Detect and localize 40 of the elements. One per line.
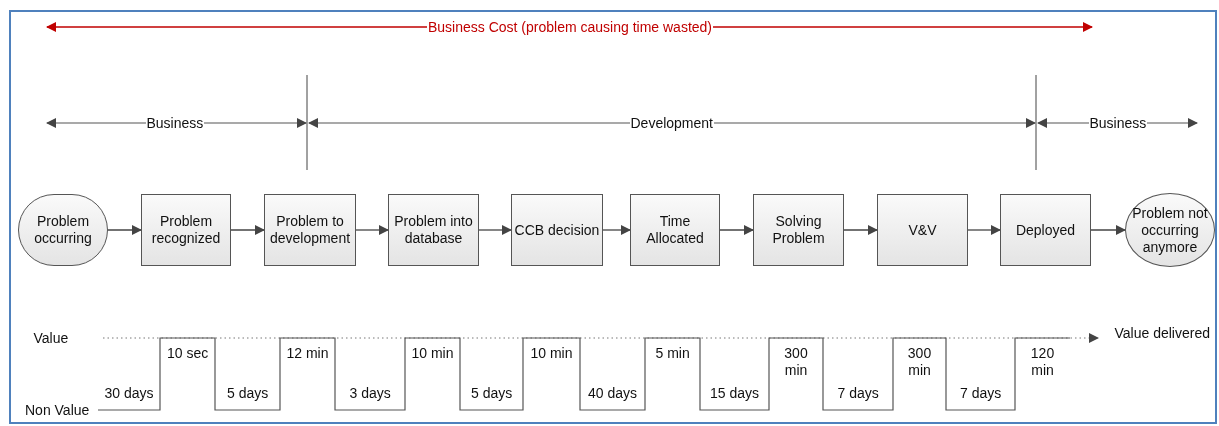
terminal-ellipse: Problem not occurring anymore: [1125, 193, 1215, 267]
axis-label: Value: [33, 329, 69, 347]
duration-label: 15 days: [710, 384, 760, 402]
duration-label: 7 days: [960, 384, 1002, 402]
arrow: [355, 225, 389, 235]
phase-label: Development: [629, 114, 714, 132]
duration-label: 5 days: [471, 384, 513, 402]
duration-label: 10 min: [530, 344, 573, 362]
arrow: [719, 225, 754, 235]
duration-label: 12 min: [286, 344, 329, 362]
axis-label: Value delivered: [1114, 324, 1210, 342]
arrow: [230, 225, 265, 235]
duration-label: 300 min: [906, 345, 933, 379]
arrow: [843, 225, 878, 235]
process-box: Problem to development: [264, 194, 356, 266]
process-box: Problem into database: [388, 194, 479, 266]
arrow: [602, 225, 631, 235]
axis-label: Non Value: [25, 401, 90, 419]
duration-label: 7 days: [837, 384, 879, 402]
duration-label: 40 days: [588, 384, 638, 402]
duration-label: 300 min: [783, 345, 809, 379]
duration-label: 10 min: [411, 344, 454, 362]
span-label: Business Cost (problem causing time wasted): [427, 18, 713, 36]
duration-label: 120 min: [1029, 345, 1056, 379]
duration-label: 5 days: [227, 384, 269, 402]
terminal-shape: Problem occurring: [18, 194, 108, 266]
process-box: Deployed: [1000, 194, 1091, 266]
process-box: V&V: [877, 194, 968, 266]
process-box: Time Allocated: [630, 194, 720, 266]
arrow: [478, 225, 512, 235]
process-box: Solving Problem: [753, 194, 844, 266]
process-box: CCB decision: [511, 194, 603, 266]
arrow: [1090, 225, 1126, 235]
arrow: [107, 225, 142, 235]
duration-label: 3 days: [349, 384, 391, 402]
process-box: Problem recognized: [141, 194, 231, 266]
duration-label: 5 min: [655, 344, 690, 362]
duration-label: 10 sec: [167, 344, 209, 362]
arrow: [967, 225, 1001, 235]
duration-label: 30 days: [104, 384, 154, 402]
